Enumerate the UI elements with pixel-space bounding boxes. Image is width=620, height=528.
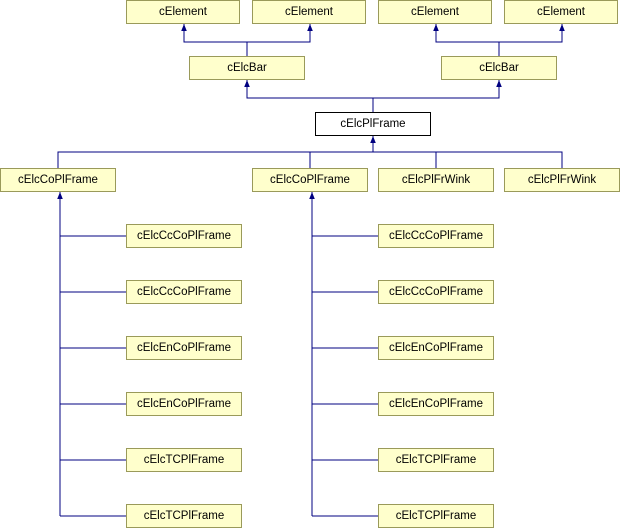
- node-celcplfrwink-2[interactable]: cElcPlFrWink: [504, 168, 620, 192]
- edge-barl-to-celement-1: [181, 24, 248, 56]
- node-celctcplframe-right-2[interactable]: cElcTCPlFrame: [378, 504, 494, 528]
- node-celement-4[interactable]: cElement: [504, 0, 618, 24]
- edge-frame-to-barl: [244, 80, 374, 112]
- node-celcccocoplframe-left-2[interactable]: cElcCcCoPlFrame: [126, 280, 242, 304]
- node-celcccocoplframe-left-1[interactable]: cElcCcCoPlFrame: [126, 224, 242, 248]
- node-celcencoplframe-left-2[interactable]: cElcEnCoPlFrame: [126, 392, 242, 416]
- edge-barr-to-celement-3: [433, 24, 500, 56]
- node-celctcplframe-right-1[interactable]: cElcTCPlFrame: [378, 448, 494, 472]
- node-celement-3[interactable]: cElement: [378, 0, 492, 24]
- node-celement-2[interactable]: cElement: [252, 0, 366, 24]
- node-celcbar-left[interactable]: cElcBar: [189, 56, 305, 80]
- node-celement-1[interactable]: cElement: [126, 0, 240, 24]
- node-celcencoplframe-right-2[interactable]: cElcEnCoPlFrame: [378, 392, 494, 416]
- node-celcccocoplframe-right-1[interactable]: cElcCcCoPlFrame: [378, 224, 494, 248]
- node-celccoplframe-right[interactable]: cElcCoPlFrame: [252, 168, 368, 192]
- node-celctcplframe-left-1[interactable]: cElcTCPlFrame: [126, 448, 242, 472]
- node-celcccocoplframe-right-2[interactable]: cElcCcCoPlFrame: [378, 280, 494, 304]
- node-celcbar-right[interactable]: cElcBar: [441, 56, 557, 80]
- node-celcplframe: cElcPlFrame: [315, 112, 431, 136]
- edge-barr-to-celement-4: [499, 24, 565, 43]
- node-celcplfrwink-1[interactable]: cElcPlFrWink: [378, 168, 494, 192]
- node-celcencoplframe-left-1[interactable]: cElcEnCoPlFrame: [126, 336, 242, 360]
- edge-frame-to-barr: [373, 80, 502, 99]
- node-celccoplframe-left[interactable]: cElcCoPlFrame: [0, 168, 116, 192]
- node-celcencoplframe-right-1[interactable]: cElcEnCoPlFrame: [378, 336, 494, 360]
- edge-barl-to-celement-2: [247, 24, 313, 43]
- node-celctcplframe-left-2[interactable]: cElcTCPlFrame: [126, 504, 242, 528]
